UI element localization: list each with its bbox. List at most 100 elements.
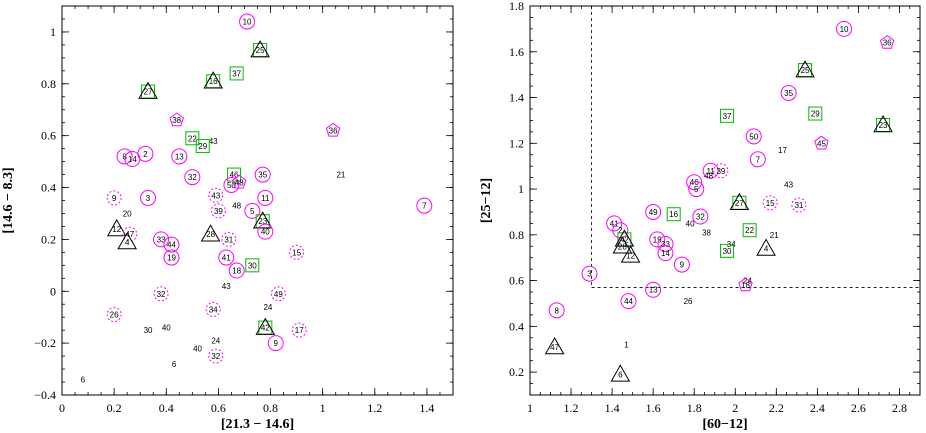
point-label: 24: [263, 303, 272, 312]
dashed-circle-marker: [762, 195, 778, 211]
point-label: 11: [706, 167, 715, 176]
point-label: 25: [256, 46, 265, 55]
circle-marker: [218, 249, 235, 266]
dashed-circle-marker: [153, 286, 169, 302]
circle-marker: [153, 231, 170, 248]
point-label: 4: [125, 238, 130, 247]
circle-marker: [780, 84, 797, 101]
point-label: 14: [128, 155, 137, 164]
point-label: 30: [248, 261, 257, 270]
triangle-marker: [544, 336, 565, 355]
circle-marker: [116, 148, 133, 165]
triangle-marker: [252, 211, 273, 229]
y-tick-label: −0.2: [34, 336, 56, 350]
x-tick-label: 1.6: [646, 401, 661, 415]
point-label: 15: [292, 248, 301, 257]
y-tick-label: 1.8: [509, 0, 524, 13]
data-point: 43: [784, 180, 793, 189]
point-label: 37: [723, 112, 732, 121]
square-marker: [245, 258, 260, 273]
data-point: 4: [117, 231, 138, 250]
dashed-circle-marker: [270, 286, 286, 302]
square-marker: [720, 108, 735, 123]
triangle-marker: [250, 40, 270, 58]
point-label: 7: [422, 202, 427, 211]
point-label: 44: [167, 241, 176, 250]
data-point: 8: [548, 302, 565, 319]
data-point: 11: [702, 162, 719, 179]
point-label: 31: [224, 235, 233, 244]
point-label: 19: [653, 235, 662, 244]
square-marker: [195, 139, 210, 154]
triangle-marker: [106, 219, 127, 237]
data-point: 42: [255, 317, 276, 335]
data-point: 28: [200, 224, 221, 242]
circle-marker: [163, 236, 180, 253]
circle-marker: [257, 223, 274, 240]
data-point: 36: [325, 122, 341, 137]
pentagon-marker: [738, 277, 753, 292]
data-point: 40: [257, 223, 274, 240]
data-point: 12: [106, 219, 127, 237]
circle-marker: [645, 281, 662, 298]
data-point: 20: [123, 209, 132, 218]
point-label: 24: [211, 337, 220, 346]
pentagon-marker: [169, 112, 184, 127]
point-label: 27: [144, 88, 153, 97]
point-label: 40: [261, 228, 270, 237]
point-label: 36: [329, 126, 338, 135]
point-label: 22: [745, 226, 754, 235]
dashed-circle-marker: [122, 226, 138, 242]
point-label: 32: [696, 213, 705, 222]
point-label: 5: [694, 185, 699, 194]
dashed-circle-marker: [208, 187, 224, 203]
data-point: 41: [218, 249, 235, 266]
triangle-marker: [729, 192, 750, 211]
data-point: 40: [193, 344, 202, 353]
dashed-circle-marker: [106, 190, 122, 206]
data-point: 22: [185, 131, 200, 146]
square-marker: [720, 243, 735, 258]
circle-marker: [228, 262, 245, 279]
point-label: 37: [232, 69, 241, 78]
point-label: 50: [749, 132, 758, 141]
point-label: 6: [618, 370, 623, 379]
circle-marker: [239, 13, 256, 30]
x-tick-label: 1.4: [605, 401, 620, 415]
data-point: 32: [153, 286, 169, 302]
square-marker: [229, 66, 244, 81]
point-label: 3: [587, 270, 592, 279]
point-label: 49: [649, 208, 658, 217]
circle-marker: [657, 235, 674, 252]
data-point: 43: [222, 282, 231, 291]
circle-marker: [745, 128, 762, 145]
x-tick-label: 1.4: [419, 401, 434, 415]
point-label: 23: [879, 121, 888, 130]
data-point: 7: [749, 151, 766, 168]
y-tick-label: 1.2: [509, 136, 524, 150]
point-label: 39: [716, 167, 725, 176]
data-point: 38: [169, 112, 184, 127]
point-label: 42: [261, 324, 270, 333]
data-point: 31: [791, 197, 807, 213]
data-point: 22: [742, 223, 757, 238]
point-label: 45: [817, 139, 826, 148]
data-point: 3: [581, 265, 598, 282]
triangle-marker: [203, 71, 224, 89]
point-label: 18: [232, 267, 241, 276]
data-point: 30: [720, 243, 735, 258]
x-tick-label: 1: [527, 401, 533, 415]
triangle-marker: [614, 229, 635, 247]
data-point: 32: [184, 169, 201, 186]
circle-marker: [581, 265, 598, 282]
data-point: 42: [614, 229, 635, 247]
circle-marker: [749, 151, 766, 168]
triangle-marker: [795, 60, 815, 78]
dashed-circle-marker: [106, 307, 122, 323]
data-point: 15: [762, 195, 778, 211]
dashed-circle-marker: [208, 348, 224, 364]
point-label: 49: [274, 290, 283, 299]
y-axis-label: [14.6 − 8.3]: [1, 167, 16, 233]
data-point: 11: [257, 189, 274, 206]
circle-marker: [548, 302, 565, 319]
